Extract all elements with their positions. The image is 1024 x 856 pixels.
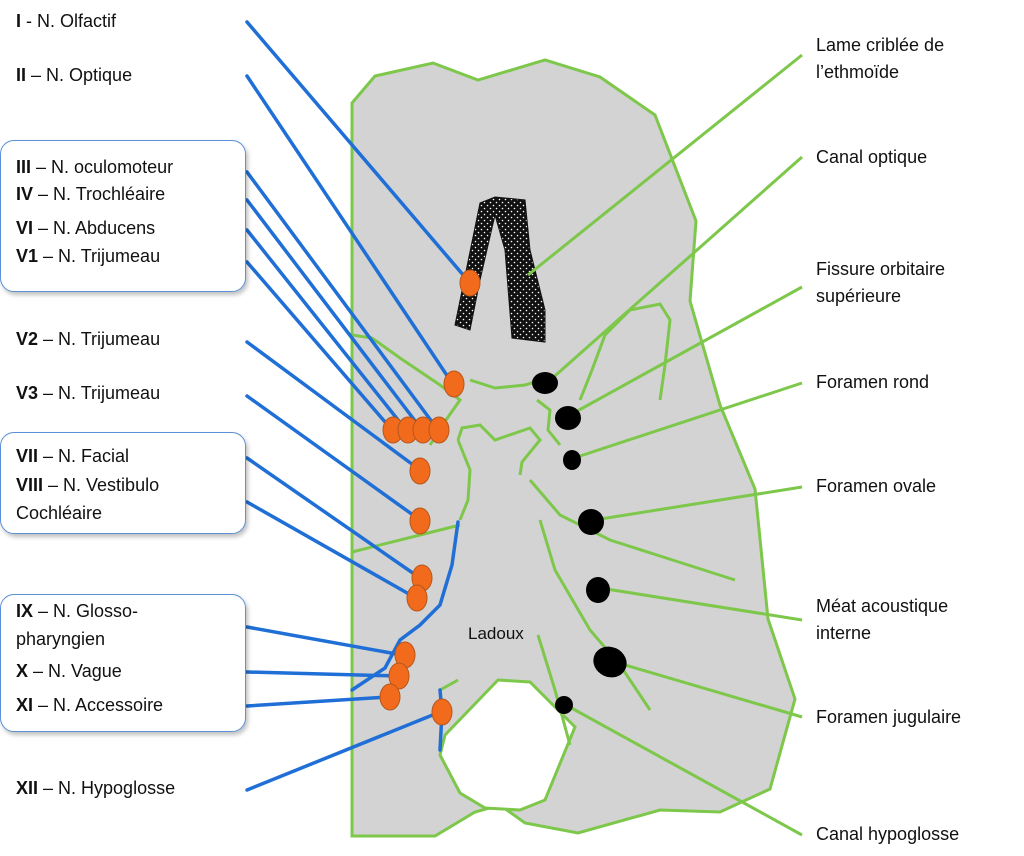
foramen-pointer-lines (527, 53, 803, 837)
label-canal-hypoglosse: Canal hypoglosse (816, 824, 960, 844)
label-cranial-nerve-i: I - N. Olfactif (16, 11, 117, 31)
label-foramen-rond: Foramen rond (816, 372, 930, 392)
label-group-jugular (0, 594, 246, 732)
label-cranial-nerve-xi: XI – N. Accessoire (16, 695, 164, 715)
label-canal-optique: Canal optique (816, 147, 928, 167)
label-foramen-ovale: Foramen ovale (816, 476, 937, 496)
label-cranial-nerve-iv: IV – N. Trochléaire (16, 184, 166, 204)
label-group-orbit (0, 140, 246, 292)
label-cranial-nerve-x: X – N. Vague (16, 661, 122, 681)
label-cranial-nerve-vi: VI – N. Abducens (16, 218, 156, 238)
foramina (532, 372, 627, 714)
label-group-acoustic (0, 432, 246, 534)
label-cranial-nerve-viii: VIII – N. Vestibulo (16, 475, 160, 495)
label-cranial-nerve-v3: V3 – N. Trijumeau (16, 383, 161, 403)
label-cranial-nerve-xii: XII – N. Hypoglosse (16, 778, 176, 798)
label-cranial-nerve-v1: V1 – N. Trijumeau (16, 246, 161, 266)
label-cranial-nerve-v2: V2 – N. Trijumeau (16, 329, 161, 349)
nerve-exit-dots (379, 269, 481, 726)
label-cranial-nerve-vii: VII – N. Facial (16, 446, 130, 466)
label-cranial-nerve-viii-cont: Cochléaire (16, 503, 103, 523)
label-foramen-jugulaire: Foramen jugulaire (816, 707, 962, 727)
author-watermark: Ladoux (468, 624, 524, 643)
label-cranial-nerve-ix: IX – N. Glosso- (16, 601, 139, 621)
label-cranial-nerve-ix-cont: pharyngien (16, 629, 106, 649)
foramen-magnum (438, 678, 577, 812)
label-cranial-nerve-ii: II – N. Optique (16, 65, 133, 85)
nerve-pointer-lines (245, 20, 472, 792)
label-cranial-nerve-iii: III – N. oculomoteur (16, 157, 174, 177)
